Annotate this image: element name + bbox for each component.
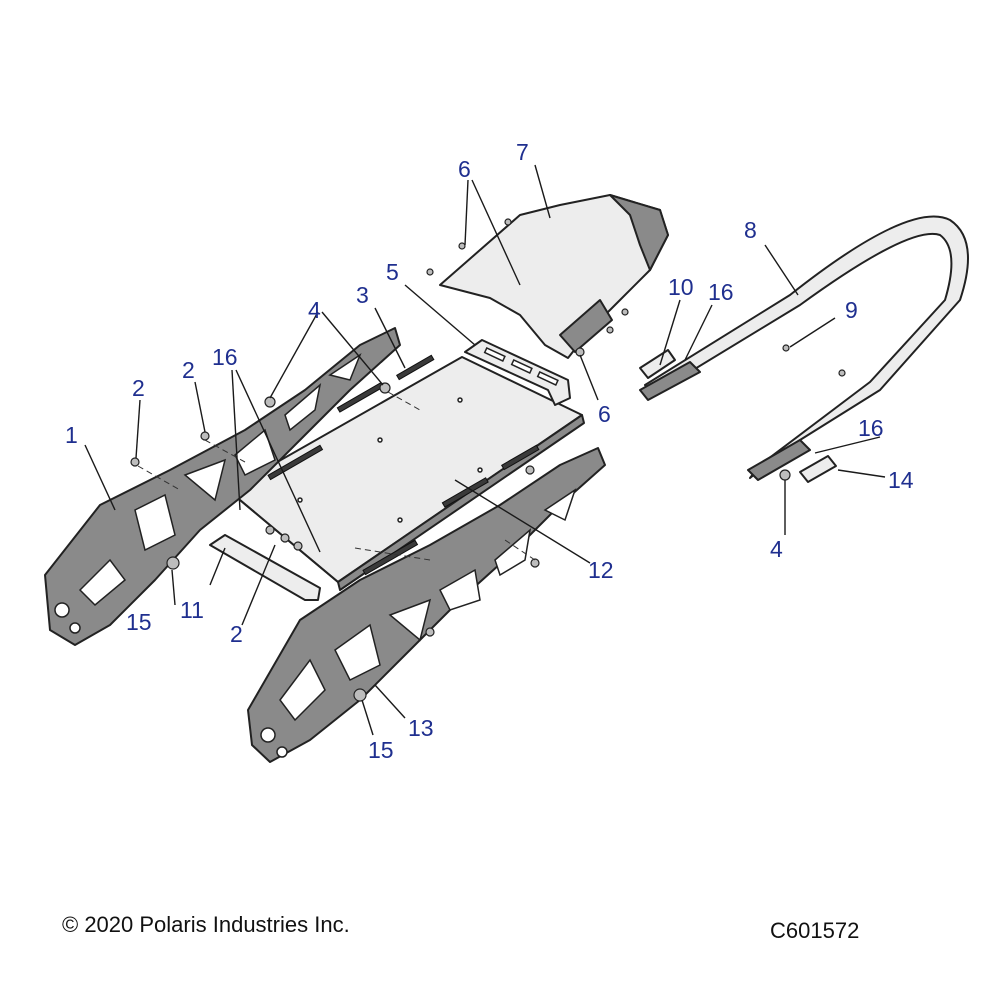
callout-9: 9: [845, 297, 858, 323]
callout-4: 4: [770, 536, 783, 562]
part-8-grab-rail: [639, 215, 969, 481]
callout-4: 4: [308, 297, 321, 323]
part-10-plate: [639, 349, 676, 379]
drawing-number: C601572: [770, 918, 860, 943]
part-7-rear-fender: [439, 194, 669, 359]
part-14-plate: [799, 455, 837, 483]
callout-1: 1: [65, 422, 78, 448]
assembly-lines: [137, 391, 536, 561]
callout-8: 8: [744, 217, 757, 243]
part-1-left-side-plate: [44, 327, 401, 646]
callout-14: 14: [888, 467, 914, 493]
callout-10: 10: [668, 274, 694, 300]
copyright-notice: © 2020 Polaris Industries Inc.: [62, 912, 350, 937]
callout-7: 7: [516, 139, 529, 165]
leader-lines: [84, 164, 886, 736]
callout-labels: 1 2 2 2 3 4 4 5 6 6 7 8 9 10 11 12 13 14…: [65, 139, 914, 763]
callout-16: 16: [708, 279, 734, 305]
part-5-bracket: [464, 339, 571, 406]
callout-2: 2: [132, 375, 145, 401]
part-3-strips: [267, 354, 540, 576]
callout-5: 5: [386, 259, 399, 285]
callout-6: 6: [458, 156, 471, 182]
callout-15: 15: [368, 737, 394, 763]
callout-16: 16: [212, 344, 238, 370]
callout-12: 12: [588, 557, 614, 583]
callout-16: 16: [858, 415, 884, 441]
callout-3: 3: [356, 282, 369, 308]
callout-2: 2: [182, 357, 195, 383]
callout-2: 2: [230, 621, 243, 647]
callout-13: 13: [408, 715, 434, 741]
callout-11: 11: [180, 597, 204, 623]
callout-6: 6: [598, 401, 611, 427]
callout-15: 15: [126, 609, 152, 635]
part-13-right-side-plate: [247, 447, 606, 763]
